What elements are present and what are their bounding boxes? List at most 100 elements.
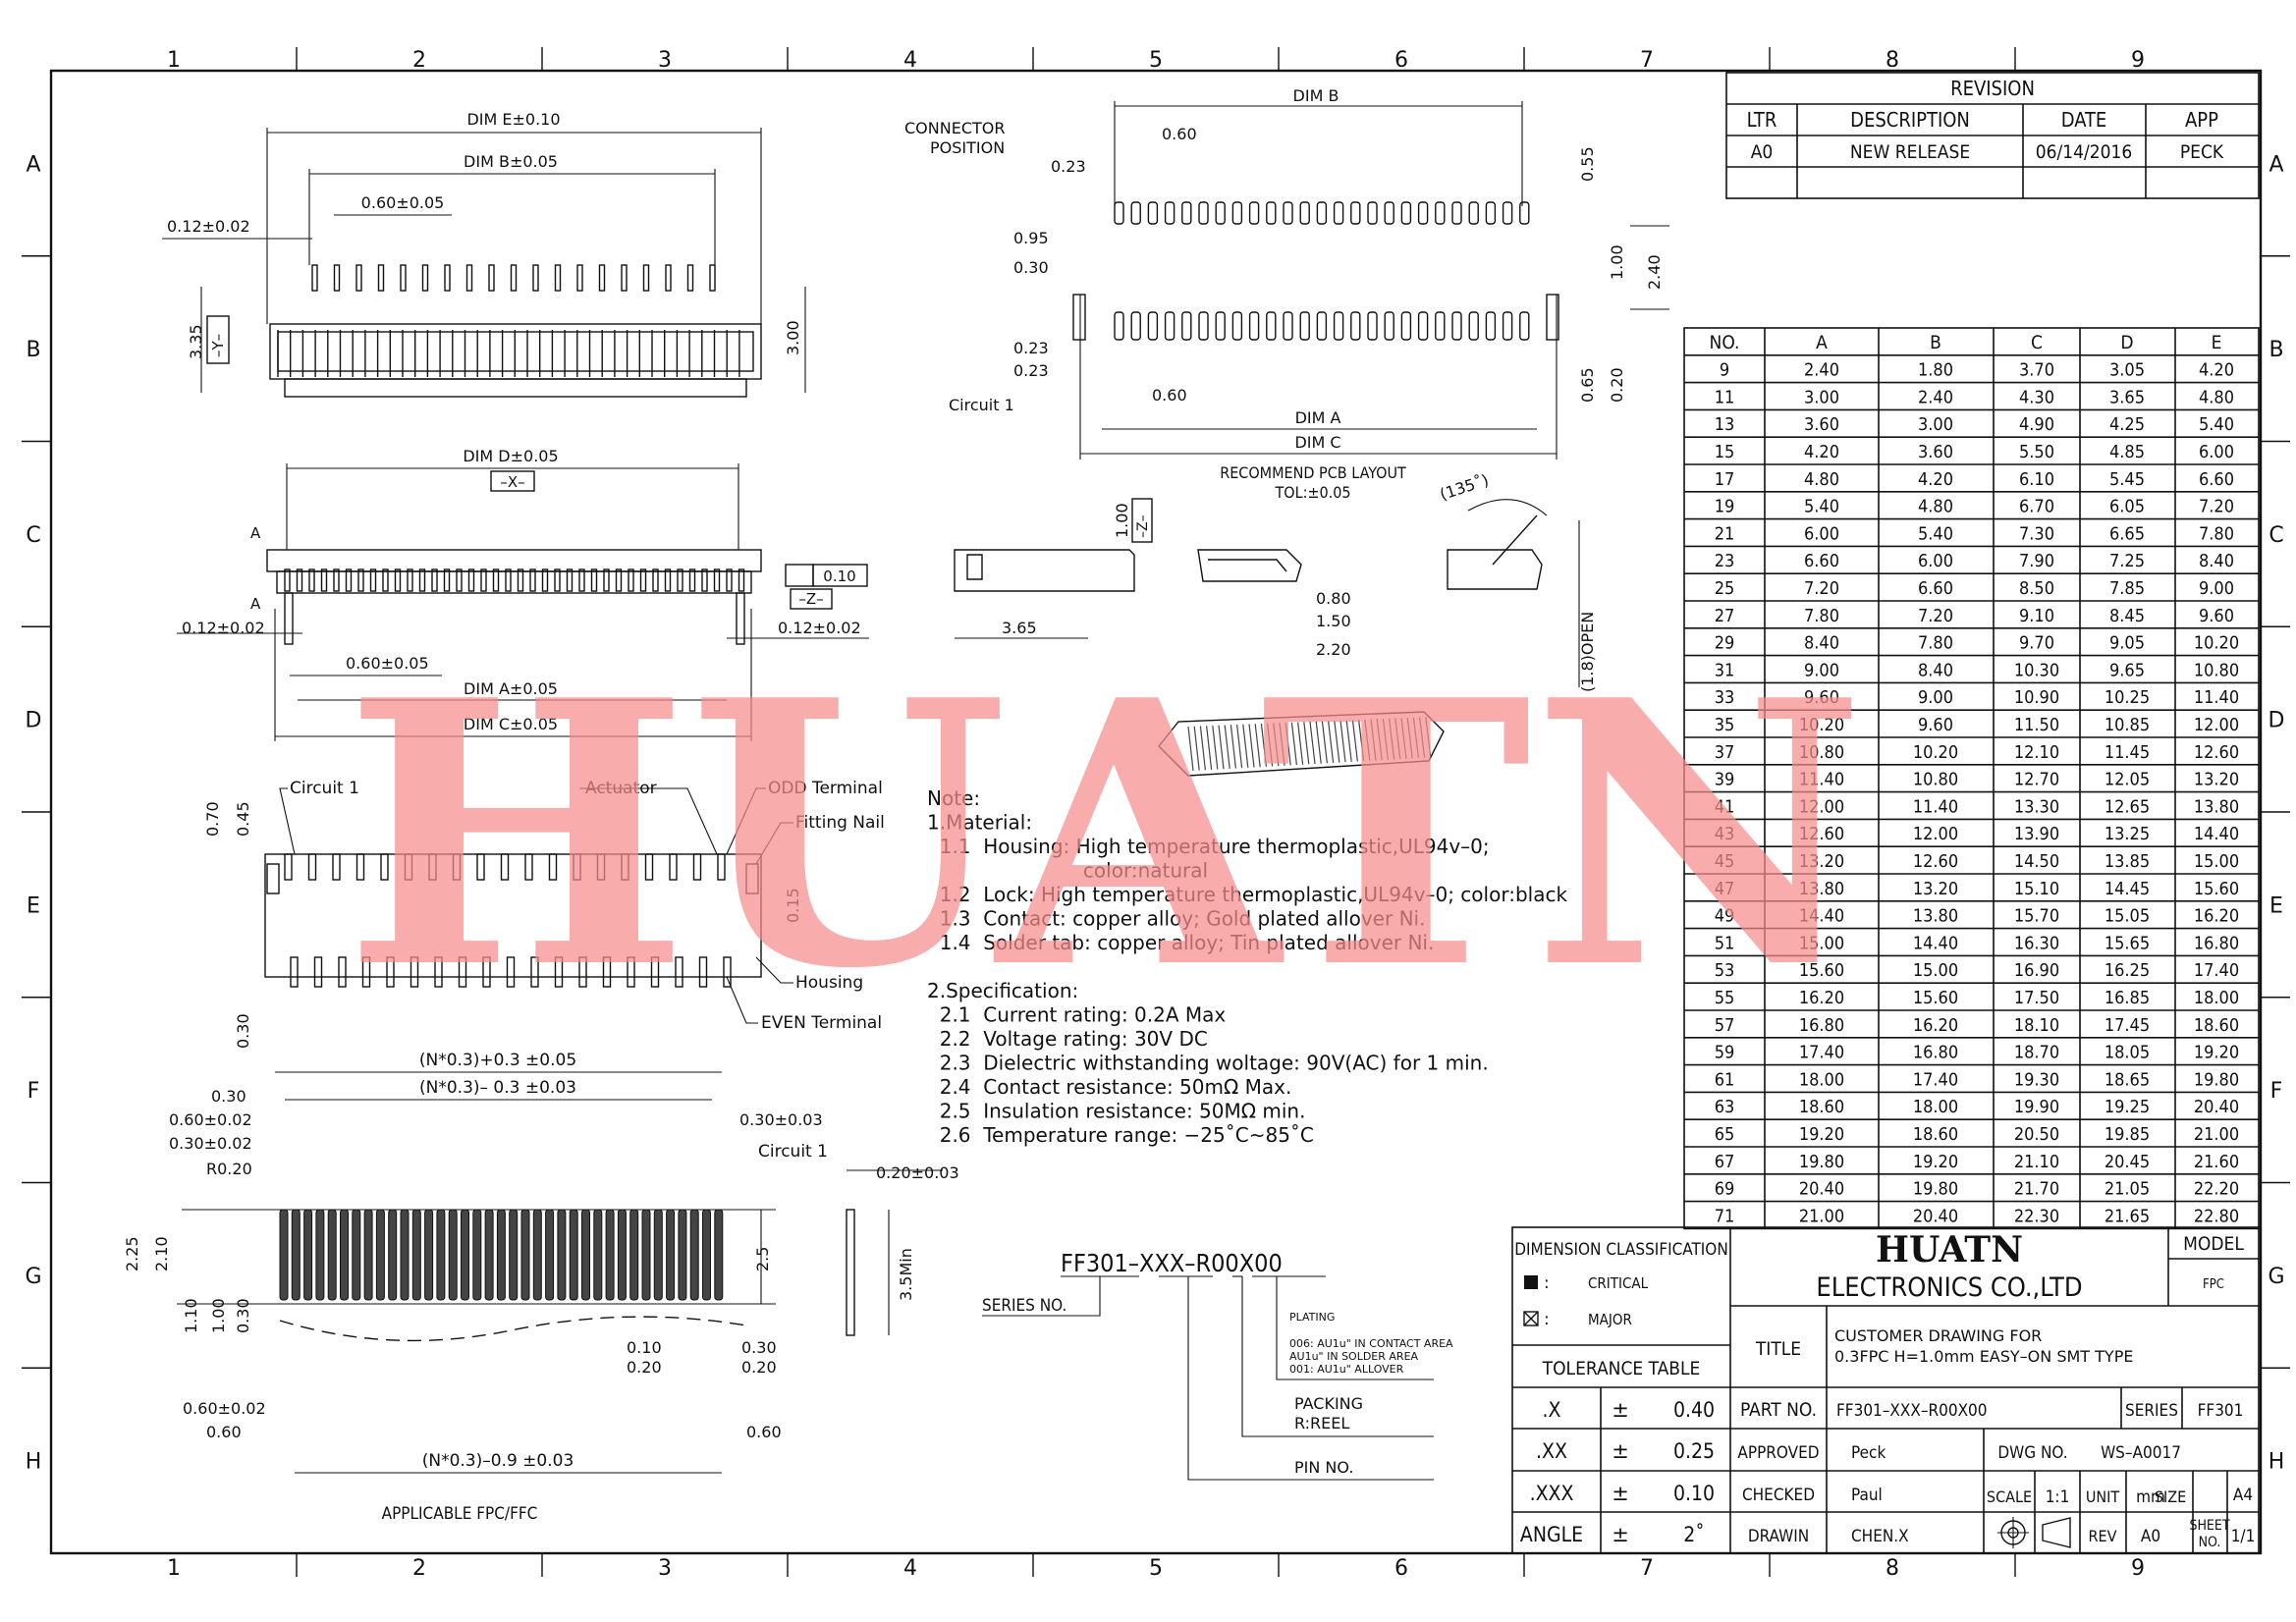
dim-table-cell: 18.00: [1799, 1069, 1844, 1090]
col-label-bottom: 8: [1886, 1556, 1899, 1581]
dim-table-cell: 13.80: [1913, 906, 1958, 927]
dim-table-cell: 2.40: [1804, 360, 1839, 381]
pcb-020-label: 0.20: [1608, 367, 1626, 403]
dim-table-cell: 4.20: [1804, 442, 1839, 462]
revision-title: REVISION: [1950, 77, 2035, 100]
rev-header-app: APP: [2185, 108, 2218, 132]
row-label-left: G: [25, 1265, 41, 1289]
dim-table-cell: 14.50: [2014, 851, 2059, 872]
dim-table-cell: 4.20: [1918, 469, 1953, 490]
sheet-label-2: NO.: [2199, 1535, 2221, 1550]
dim-table-cell: 20.45: [2105, 1152, 2150, 1172]
dim-table-header: B: [1930, 332, 1941, 353]
dim-table-cell: 4.30: [2019, 387, 2054, 407]
dim-table-cell: 3.65: [2109, 387, 2145, 407]
col-label-bottom: 9: [2131, 1556, 2145, 1581]
part-no-label: PART NO.: [1740, 1399, 1817, 1421]
dim-table-cell: 13.80: [2194, 796, 2239, 817]
dim-table-cell: 5.50: [2019, 442, 2054, 462]
dim-table-cell: 19.80: [1913, 1179, 1958, 1200]
dim-table-cell: 19.20: [1799, 1124, 1844, 1145]
dim-table-cell: 27: [1715, 606, 1735, 626]
drawin-label: DRAWIN: [1748, 1527, 1809, 1546]
rev-header-date: DATE: [2061, 108, 2107, 132]
dim-table-cell: 9.60: [2199, 606, 2234, 626]
dim-table-cell: 7.20: [2199, 497, 2234, 517]
dim-table-cell: 18.70: [2014, 1043, 2059, 1063]
dim-table-cell: 71: [1715, 1206, 1735, 1226]
dim-table-cell: 17: [1715, 469, 1735, 490]
dim-table-cell: 4.90: [2019, 414, 2054, 435]
dim-table-cell: 15.65: [2105, 933, 2150, 953]
dim-table-cell: 19.25: [2105, 1097, 2150, 1117]
fpc-view: (N*0.3)+0.3 ±0.05 (N*0.3)– 0.3 ±0.03 0.3…: [123, 1051, 959, 1524]
dim-table-cell: 6.00: [1918, 551, 1953, 571]
dim-table-cell: 15.60: [1913, 988, 1958, 1008]
datum-z-label: –Z–: [798, 590, 823, 608]
dim-table-cell: 6.10: [2019, 469, 2054, 490]
dim-table-cell: 18.65: [2105, 1069, 2150, 1090]
pcb-060b-label: 0.60: [1152, 386, 1187, 405]
pcb-065-label: 0.65: [1578, 367, 1597, 403]
dim-table-cell: 17.40: [1913, 1069, 1958, 1090]
note-line: 2.3 Dielectric withstanding woltage: 90V…: [927, 1052, 1489, 1075]
fpc-030-003-label: 0.30±0.03: [739, 1110, 823, 1129]
dim-table-cell: 41: [1715, 796, 1735, 817]
row-label-right: F: [2270, 1079, 2283, 1104]
model-value: FPC: [2203, 1277, 2224, 1292]
profile-150-label: 1.50: [1316, 612, 1351, 630]
tol-xx-value: 0.25: [1673, 1439, 1715, 1463]
row-label-right: H: [2269, 1450, 2285, 1475]
title-label: TITLE: [1755, 1338, 1801, 1360]
pcb-055-label: 0.55: [1578, 146, 1597, 182]
dim-table-cell: 5.45: [2109, 469, 2145, 490]
dim-table-cell: 19.20: [2194, 1043, 2239, 1063]
dim-table-cell: 20.50: [2014, 1124, 2059, 1145]
dim-table-cell: 15.00: [1913, 960, 1958, 981]
row-label-left: D: [26, 709, 42, 733]
dim-table-cell: 43: [1715, 824, 1735, 844]
dim-table-cell: 16.20: [1913, 1015, 1958, 1036]
model-label: MODEL: [2183, 1233, 2244, 1255]
fpc-width-c-label: (N*0.3)–0.9 ±0.03: [422, 1451, 574, 1471]
rev-label: REV: [2089, 1527, 2117, 1545]
dim-table-cell: 12.00: [2194, 715, 2239, 735]
dim-table-cell: 17.40: [2194, 960, 2239, 981]
dim-table-cell: 21.00: [1799, 1206, 1844, 1226]
pcb-060-label: 0.60: [1162, 125, 1197, 143]
col-label-bottom: 5: [1149, 1556, 1163, 1581]
fpc-210-label: 2.10: [152, 1236, 171, 1271]
dim-table-cell: 9.05: [2109, 633, 2145, 654]
dim-table-cell: 8.40: [1804, 633, 1839, 654]
dim-table-header: A: [1816, 332, 1828, 353]
tol-xxx-label: .XXX: [1530, 1482, 1574, 1505]
dim-table-cell: 6.05: [2109, 497, 2145, 517]
dim-335-label: 3.35: [187, 324, 205, 359]
fpc-width-b-label: (N*0.3)– 0.3 ±0.03: [419, 1078, 576, 1098]
fitting-nail-label: Fitting Nail: [795, 813, 885, 833]
row-label-right: C: [2269, 523, 2283, 548]
dim-table-cell: 10.80: [1913, 770, 1958, 790]
dim-table-cell: 3.60: [1918, 442, 1953, 462]
note-line: 2.Specification:: [927, 979, 1078, 1002]
dim-table-cell: 12.60: [1913, 851, 1958, 872]
dim-table-cell: 10.85: [2105, 715, 2150, 735]
dim-table-cell: 19.85: [2105, 1124, 2150, 1145]
dim-table-cell: 9.60: [1918, 715, 1953, 735]
pitch-label: 0.60±0.05: [361, 193, 445, 212]
pcb-023b-label: 0.23: [1013, 339, 1049, 357]
dim-030-label: 0.30: [234, 1013, 252, 1049]
dim-table-cell: 14.40: [2194, 824, 2239, 844]
dim-table-cell: 3.70: [2019, 360, 2054, 381]
tolerance-table-title: TOLERANCE TABLE: [1542, 1358, 1701, 1379]
fpc-060b-label: 0.60: [206, 1423, 242, 1441]
dim-table-cell: 21.70: [2014, 1179, 2059, 1200]
row-label-left: C: [26, 523, 40, 548]
dim-table-cell: 13.20: [1799, 851, 1844, 872]
dim-table-cell: 7.85: [2109, 578, 2145, 599]
plating-title: PLATING: [1289, 1311, 1335, 1324]
dim-table-cell: 18.60: [1913, 1124, 1958, 1145]
dim-table-cell: 18.00: [1913, 1097, 1958, 1117]
